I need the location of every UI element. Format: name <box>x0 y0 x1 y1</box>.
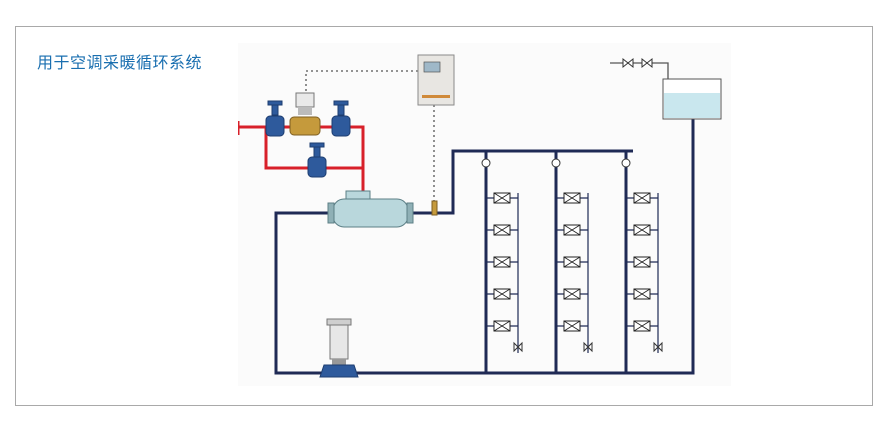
control-wiring <box>305 70 435 201</box>
control-valve-assembly <box>265 92 351 178</box>
hvac-system-diagram <box>238 43 731 386</box>
radiator-cross-mark <box>633 192 651 204</box>
vertical-circulation-pump <box>319 318 359 378</box>
radiator-cross-mark <box>493 288 511 300</box>
temperature-sensor <box>431 200 438 216</box>
isolation-valve-icon <box>551 158 561 168</box>
radiator-cross-mark <box>633 320 651 332</box>
air-dirt-separator <box>327 190 414 228</box>
radiator-cross-mark <box>493 192 511 204</box>
radiator-cross-mark <box>633 288 651 300</box>
radiator-cross-mark <box>493 320 511 332</box>
radiator-cross-mark <box>633 256 651 268</box>
isolation-valve-icon <box>621 158 631 168</box>
radiator-cross-mark <box>563 288 581 300</box>
figure-caption: 用于空调采暖循环系统 <box>37 53 203 72</box>
radiator-cross-mark <box>493 224 511 236</box>
radiator-cross-mark <box>563 224 581 236</box>
radiator-cross-mark <box>563 320 581 332</box>
return-valve-icon <box>653 341 663 353</box>
isolation-valve-icon <box>481 158 491 168</box>
expansion-tank <box>610 57 722 120</box>
radiator-cross-mark <box>493 256 511 268</box>
radiator-cross-mark <box>563 192 581 204</box>
return-valve-icon <box>583 341 593 353</box>
controller-box <box>417 54 455 106</box>
return-valve-icon <box>513 341 523 353</box>
radiator-cross-mark <box>563 256 581 268</box>
radiator-cross-mark <box>633 224 651 236</box>
radiator-group <box>481 151 663 353</box>
